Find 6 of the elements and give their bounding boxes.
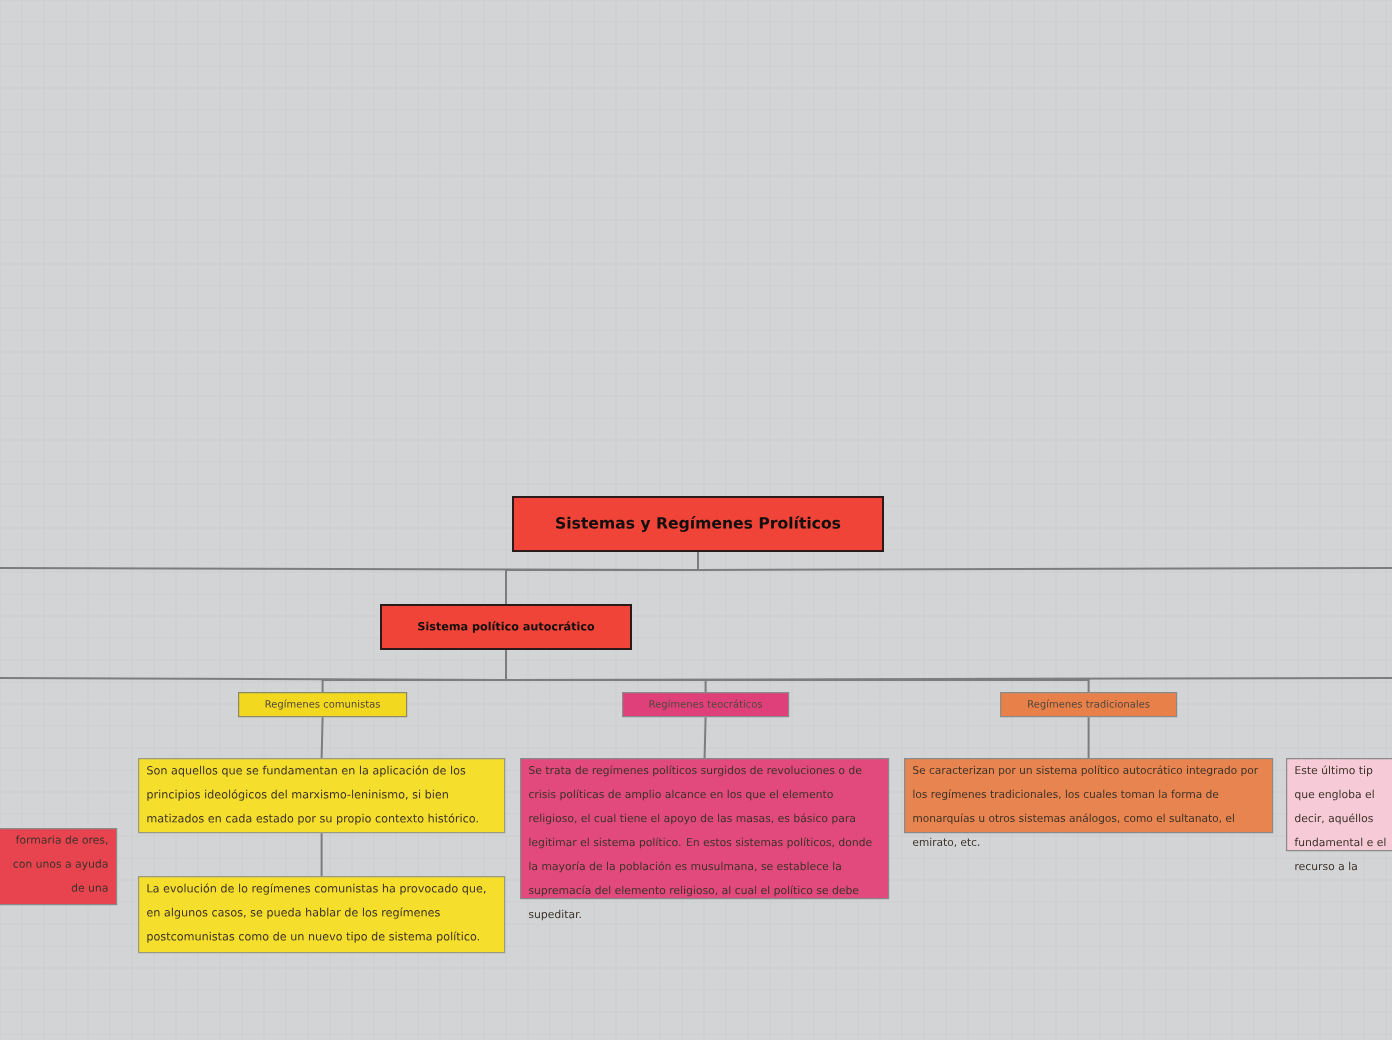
connector-line xyxy=(1087,716,1090,759)
connector-line xyxy=(703,716,707,759)
connector-line xyxy=(505,649,1392,681)
connector-line xyxy=(320,716,324,759)
connector-line xyxy=(697,551,1392,571)
connector-line xyxy=(320,832,323,877)
